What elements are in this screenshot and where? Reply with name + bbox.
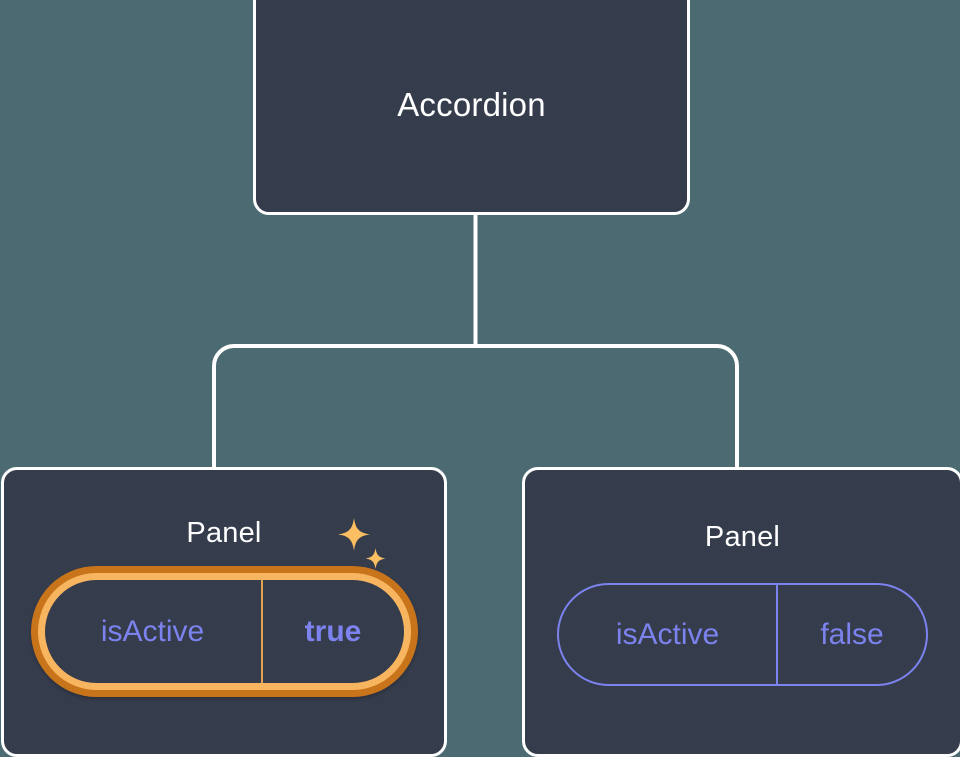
node-card-panel-inactive[interactable]: Panel isActive false [522, 467, 960, 757]
prop-pill-is-active-false[interactable]: isActive false [557, 583, 928, 686]
prop-pill-wrapper-inactive: isActive false [557, 552, 928, 686]
prop-value-label: false [776, 585, 926, 684]
prop-pill-highlight-ring-outer: isActive true [30, 566, 418, 697]
node-title-panel-active: Panel [186, 517, 262, 549]
node-card-panel-active[interactable]: Panel isActive true [1, 467, 447, 757]
prop-value-label: true [260, 580, 404, 683]
node-card-accordion[interactable]: Accordion [253, 0, 690, 215]
prop-pill-highlight-ring-inner: isActive true [37, 573, 411, 690]
prop-pill-wrapper-active: isActive true [30, 518, 418, 697]
prop-key-label: isActive [615, 617, 720, 651]
node-title-panel-inactive: Panel [704, 521, 781, 553]
prop-key-label: isActive [100, 614, 205, 648]
connector-bus-to-right-panel [475, 344, 739, 470]
prop-pill-is-active-true[interactable]: isActive true [44, 580, 404, 683]
node-title-accordion: Accordion [397, 86, 546, 123]
connector-bus-to-left-panel [212, 344, 476, 470]
